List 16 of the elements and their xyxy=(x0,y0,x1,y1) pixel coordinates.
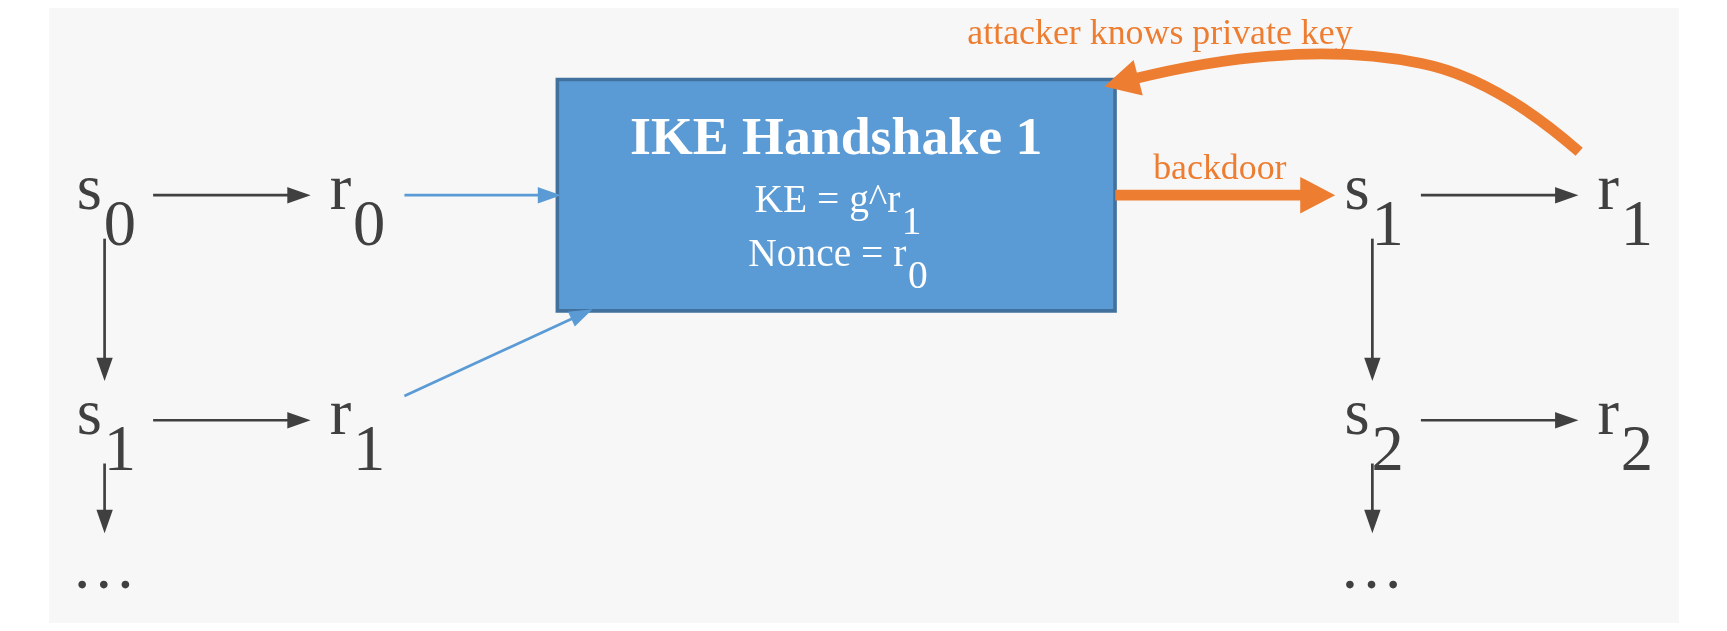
arrow xyxy=(1114,176,1335,214)
node-text: … xyxy=(1338,530,1404,603)
arrow xyxy=(1363,463,1381,534)
arrow xyxy=(152,412,311,429)
arrow xyxy=(1103,48,1583,156)
arrow xyxy=(152,187,311,204)
arrow xyxy=(403,309,593,398)
arrow xyxy=(95,238,113,382)
edge-label: backdoor xyxy=(1152,147,1287,188)
arrow xyxy=(1363,238,1381,382)
arrow xyxy=(1420,412,1578,429)
arrow xyxy=(95,463,113,534)
arrow xyxy=(403,187,561,204)
arrow xyxy=(1420,187,1578,204)
node-text: … xyxy=(70,530,136,603)
edge-label: attacker knows private key xyxy=(966,11,1353,52)
